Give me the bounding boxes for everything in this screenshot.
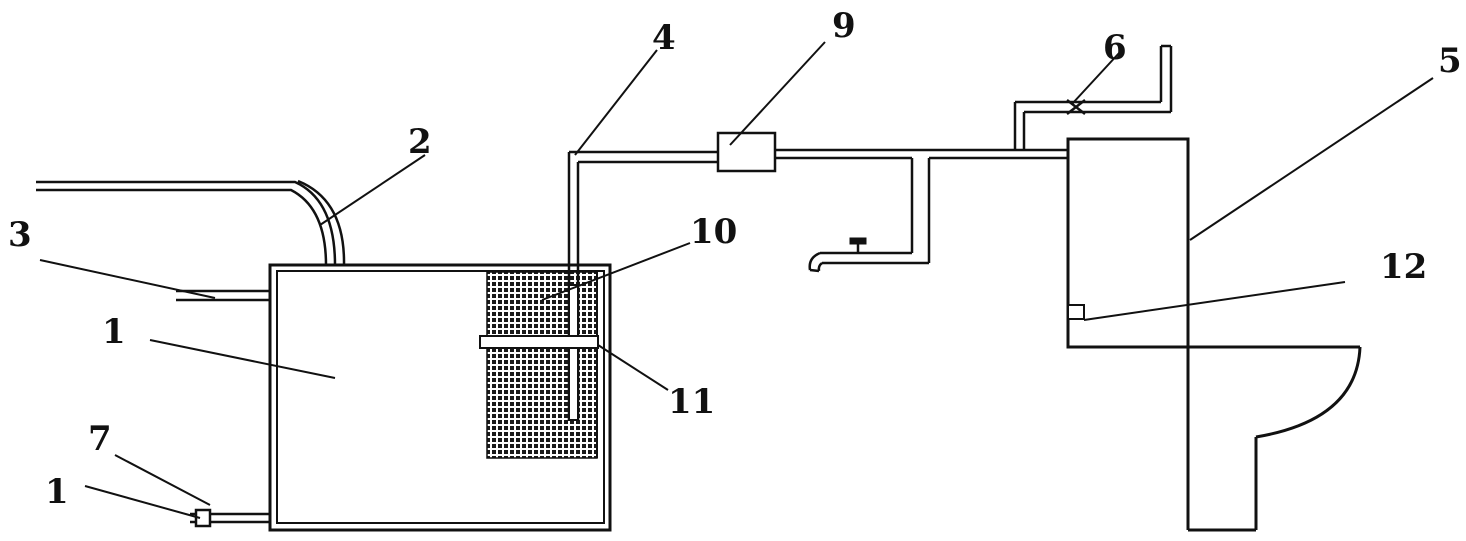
leader-lines [39, 41, 1434, 519]
pump-box [716, 131, 777, 173]
inlet-pipe [176, 289, 270, 302]
valve-icon [1066, 99, 1086, 115]
toilet-bowl [1068, 345, 1362, 532]
label-12: 12 [1380, 247, 1427, 287]
label-4: 4 [652, 18, 676, 58]
label-5: 5 [1438, 41, 1462, 81]
toilet-cistern [1066, 137, 1190, 349]
outlet-pipe [567, 150, 718, 421]
faucet-valve-icon [849, 237, 867, 253]
storage-tank [268, 263, 612, 532]
label-9: 9 [832, 6, 856, 46]
label-10: 10 [690, 212, 737, 252]
label-7: 7 [88, 419, 112, 459]
drain-pipe [190, 508, 270, 528]
faucet-branch [808, 158, 931, 273]
label-1-tank: 1 [102, 312, 126, 352]
supply-pipe [775, 148, 1068, 160]
labels: 3 1 2 7 1 4 9 10 11 6 5 12 [8, 6, 1462, 512]
tap-water-pipe [1013, 44, 1173, 150]
label-6: 6 [1103, 28, 1127, 68]
curved-pipe [36, 179, 346, 266]
label-11: 11 [668, 382, 715, 422]
label-3: 3 [8, 215, 32, 255]
label-1-drain: 1 [45, 472, 69, 512]
label-2: 2 [408, 122, 432, 162]
float-bar [479, 335, 599, 349]
